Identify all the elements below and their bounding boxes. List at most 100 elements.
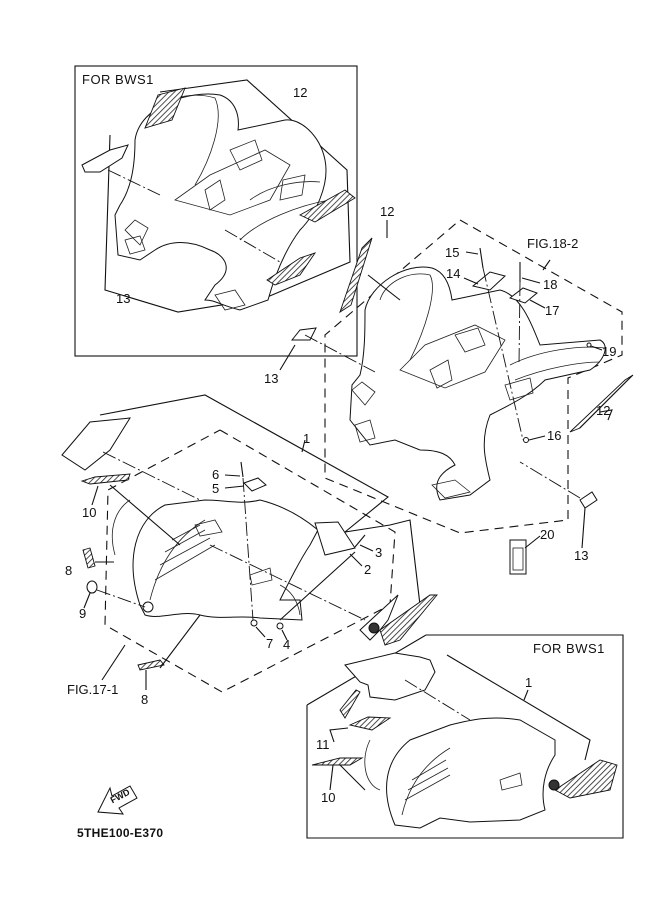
part-19-clip [586, 342, 592, 348]
callout-4: 4 [283, 637, 291, 652]
leader-line [224, 229, 281, 263]
leader-18 [521, 277, 541, 284]
fig-18-2-leader [542, 259, 551, 271]
yamaha-logo-icon [548, 779, 560, 791]
leader-line [404, 679, 471, 721]
front-fender-bws1 [364, 717, 556, 829]
top-left-bws1-box [74, 65, 358, 357]
decal-12-rear-left [339, 237, 373, 314]
callout-5: 5 [212, 481, 220, 496]
part-7-nut [250, 619, 258, 627]
callout-18: 18 [543, 277, 558, 292]
decal-12-left-bws1 [144, 87, 186, 129]
part-17-plate [508, 287, 538, 304]
leader-1 [301, 439, 306, 453]
part-10-decal-bws1 [311, 757, 364, 766]
decal-13-right-bws1 [266, 252, 317, 286]
decal-12-right-bws1 [299, 189, 356, 223]
callout-14: 14 [446, 266, 461, 281]
decal-13-rear-right [579, 491, 598, 509]
leader-line [107, 169, 161, 196]
leader-16 [528, 435, 546, 441]
leader-5 [224, 485, 245, 489]
decal-12-rear-right [569, 374, 634, 433]
fig-17-1-boundary [104, 429, 396, 693]
figure-ref-17-1[interactable]: FIG.17-1 [67, 682, 119, 697]
leader-line [519, 461, 581, 499]
leader-15 [465, 251, 479, 255]
callout-9: 9 [79, 606, 87, 621]
part-15-rivet [479, 247, 484, 269]
part-5-plate [243, 477, 267, 492]
callout-8: 8 [141, 692, 149, 707]
leader-2 [349, 553, 363, 567]
leader-fig-17-1 [101, 644, 126, 681]
part-8-lower-emblem [137, 659, 165, 671]
leader-20 [524, 535, 541, 549]
front-fender-decal-bws1 [344, 652, 436, 701]
bws1-frame-top [74, 65, 358, 357]
fwd-arrow-icon [97, 785, 138, 815]
front-side-decal-stripes [379, 594, 438, 646]
callout-13: 13 [264, 371, 279, 386]
front-decal-left-white [61, 417, 131, 471]
bws1-frame-bottom [306, 634, 624, 839]
part-9-reflector [86, 580, 98, 594]
leader-19 [590, 345, 603, 351]
callout-13: 13 [574, 548, 589, 563]
leader-3 [359, 544, 374, 552]
callout-2: 2 [364, 562, 372, 577]
part-2-plate [314, 521, 356, 556]
leader-13 [279, 344, 296, 371]
part-10-decal [80, 473, 131, 485]
leader-8 [159, 614, 201, 669]
part-11-decal-b [348, 716, 392, 731]
yamaha-logo-icon [368, 622, 380, 634]
leader-1 [523, 689, 529, 701]
decal-13-rear-left [290, 327, 317, 341]
leader-frame-12-13 [104, 79, 351, 313]
figure-ref-18-2[interactable]: FIG.18-2 [527, 236, 579, 251]
front-fender-lamp [142, 601, 154, 613]
part-3-rivet [354, 534, 366, 548]
leader-13 [581, 507, 586, 549]
front-fender [111, 499, 319, 621]
decal-13-left-bws1 [81, 144, 129, 173]
leader-10 [339, 764, 366, 791]
callout-10: 10 [82, 505, 97, 520]
callout-12: 12 [380, 204, 395, 219]
leader-17 [529, 299, 546, 309]
callout-7: 7 [266, 636, 274, 651]
leader-6 [224, 474, 241, 477]
part-14-plate [471, 271, 507, 291]
box-title-top-left: FOR BWS1 [82, 72, 154, 87]
callout-12: 12 [596, 403, 611, 418]
callout-16: 16 [547, 428, 562, 443]
part-16-nut [523, 437, 529, 443]
catalog-code: 5THE100-E370 [77, 826, 164, 840]
leader-line [518, 281, 521, 366]
leader-line [209, 544, 366, 621]
callout-1: 1 [525, 675, 533, 690]
leader-line [242, 477, 254, 621]
part-6-rivet [240, 461, 244, 478]
callout-13: 13 [116, 291, 131, 306]
rear-fender-bws1 [114, 93, 331, 311]
leader-12 [367, 274, 401, 301]
leader-10 [91, 485, 99, 506]
part-11-decal-a [339, 689, 361, 719]
leader-line [102, 451, 201, 501]
leader-7 [255, 626, 266, 638]
part-4-nut [276, 622, 284, 630]
leader-line [482, 267, 524, 441]
callout-3: 3 [375, 545, 383, 560]
leader-9 [83, 592, 91, 609]
rear-fender [349, 266, 606, 501]
leader-4 [281, 629, 288, 641]
callout-19: 19 [602, 344, 617, 359]
callout-17: 17 [545, 303, 560, 318]
callout-20: 20 [540, 527, 555, 542]
tag-inner [512, 547, 524, 571]
leader-10 [329, 764, 334, 791]
